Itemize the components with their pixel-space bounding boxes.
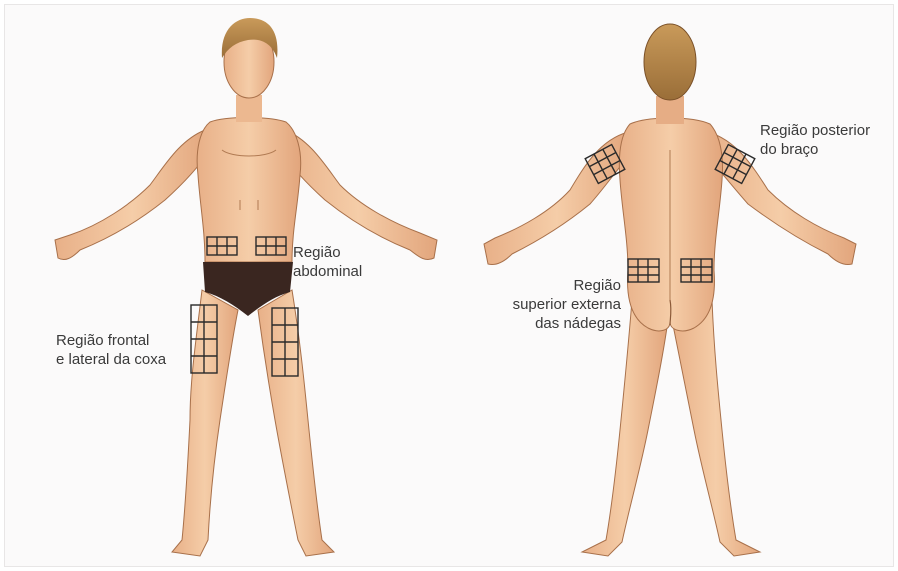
front-right-arm xyxy=(280,130,437,260)
label-thigh: Região frontal e lateral da coxa xyxy=(56,331,166,369)
label-abdominal-line2: abdominal xyxy=(293,262,362,281)
label-posterior-arm-line1: Região posterior xyxy=(760,121,870,140)
front-right-leg xyxy=(258,290,334,556)
label-posterior-arm: Região posterior do braço xyxy=(760,121,870,159)
back-torso xyxy=(619,118,722,331)
back-left-arm xyxy=(484,132,630,265)
label-buttocks-line1: Região xyxy=(513,276,621,295)
back-head xyxy=(644,24,696,100)
front-torso xyxy=(197,118,301,263)
label-buttocks-line3: das nádegas xyxy=(513,314,621,333)
label-thigh-line1: Região frontal xyxy=(56,331,166,350)
label-buttocks: Região superior externa das nádegas xyxy=(513,276,621,333)
label-buttocks-line2: superior externa xyxy=(513,295,621,314)
back-left-leg xyxy=(582,300,668,556)
label-thigh-line2: e lateral da coxa xyxy=(56,350,166,369)
front-neck xyxy=(236,95,262,122)
front-left-arm xyxy=(55,130,210,260)
label-abdominal: Região abdominal xyxy=(293,243,362,281)
back-right-leg xyxy=(672,300,760,556)
front-body-figure xyxy=(55,18,437,556)
front-left-leg xyxy=(172,290,238,556)
label-posterior-arm-line2: do braço xyxy=(760,140,870,159)
label-abdominal-line1: Região xyxy=(293,243,362,262)
